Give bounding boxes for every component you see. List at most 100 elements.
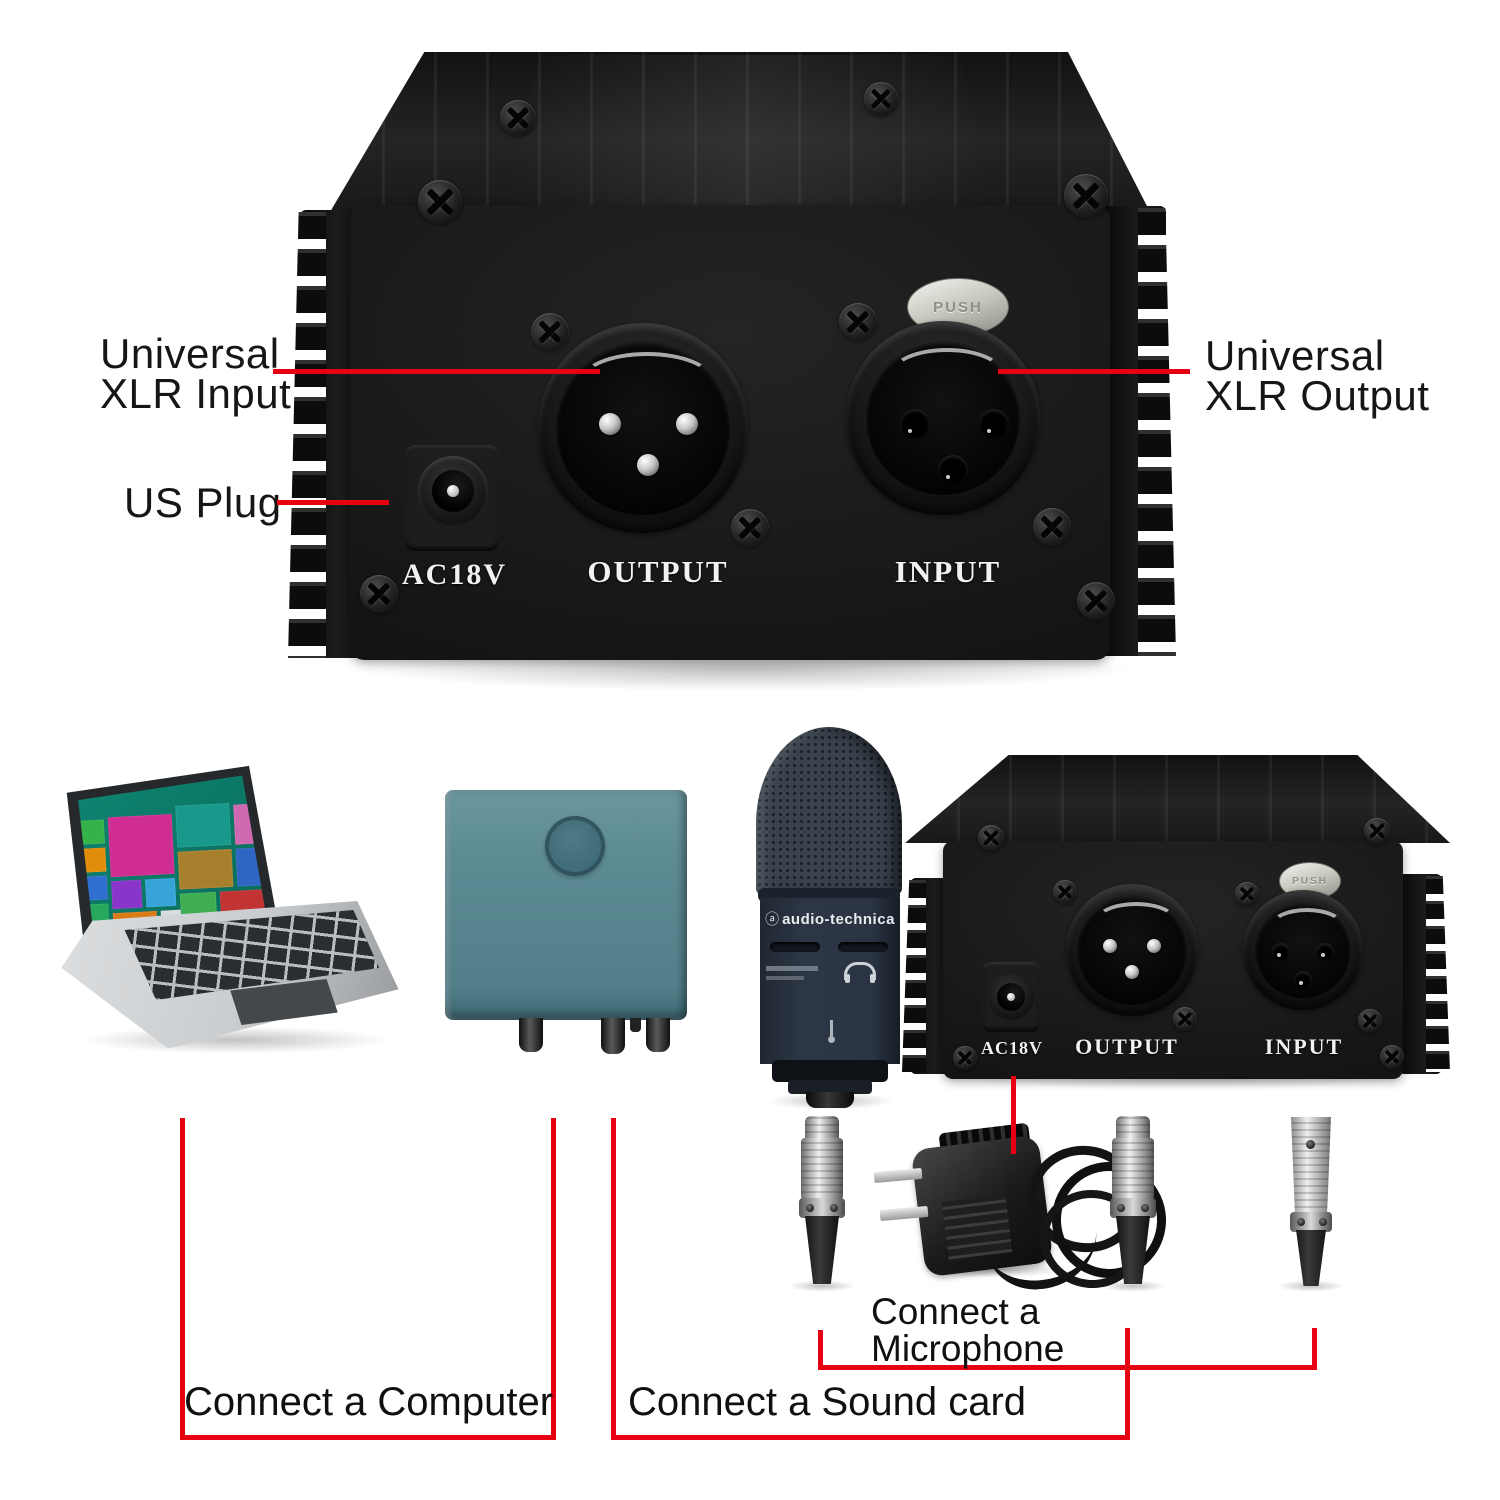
dc-power-jack-pin: [1007, 993, 1015, 1001]
bracket-computer-right: [551, 1118, 556, 1440]
callout-line-us-plug: [277, 500, 389, 505]
callout-line-xlr-output: [998, 369, 1190, 374]
rca-jack: [601, 1018, 625, 1054]
xlr-cable-connector-collar: [1110, 1198, 1156, 1218]
mic-grille: [756, 727, 902, 895]
xlr-socket-hole: [979, 409, 1009, 439]
line-psu-to-adapter: [1011, 1076, 1016, 1154]
psu-large-lid: [330, 52, 1150, 212]
ac18v-label: AC18V: [402, 558, 507, 591]
screen-tile: [107, 813, 175, 878]
xlr-socket-hole: [1316, 943, 1334, 961]
connector-shadow: [787, 1280, 857, 1292]
screw: [1053, 880, 1077, 904]
xlr-cable-connector-collar: [1290, 1212, 1332, 1232]
rca-jack: [519, 1018, 543, 1052]
collar-screw: [1117, 1204, 1125, 1212]
callout-xlr-input: Universal XLR Input: [100, 330, 291, 415]
toggle-stub: [630, 1018, 641, 1032]
xlr-pin: [1103, 939, 1117, 953]
bracket-computer-bottom: [180, 1435, 556, 1440]
screw: [500, 100, 536, 136]
xlr-cable-connector-female-body: [1112, 1138, 1154, 1200]
rca-jack: [646, 1018, 670, 1052]
caption-connect-computer: Connect a Computer: [183, 1380, 554, 1424]
xlr-socket-hole: [900, 409, 930, 439]
xlr-cable-connector-female: [1116, 1116, 1150, 1140]
callout-line-xlr-input: [273, 369, 600, 374]
collar-screw: [1141, 1204, 1149, 1212]
volume-knob: [545, 816, 605, 876]
input-label: INPUT: [894, 554, 1002, 589]
bracket-soundcard-left: [611, 1118, 616, 1440]
callout-xlr-output: Universal XLR Output: [1205, 332, 1429, 417]
caption-connect-microphone: Connect a Microphone: [871, 1293, 1064, 1367]
mic-spec-text-bar: [766, 966, 818, 971]
laptop-keyboard: [124, 910, 380, 1000]
screw: [1033, 508, 1071, 546]
mic-mount-collar: [788, 1080, 872, 1094]
screw: [864, 82, 898, 116]
ac18v-label-small: AC18V: [981, 1038, 1043, 1058]
connector-shadow: [1098, 1280, 1168, 1292]
mic-vent-slot: [838, 942, 888, 952]
xlr-socket-hole: [1272, 943, 1290, 961]
headphone-icon: [844, 962, 876, 983]
screw: [1380, 1045, 1404, 1069]
usb-icon-dot: [828, 1036, 835, 1043]
screw: [1235, 882, 1259, 906]
callout-xlr-input-line1: Universal: [100, 330, 280, 377]
xlr-pin: [676, 413, 698, 435]
callout-xlr-output-line1: Universal: [1205, 332, 1385, 379]
output-label: OUTPUT: [587, 554, 729, 589]
screen-tile: [111, 879, 143, 910]
dc-power-jack-pin: [447, 485, 459, 497]
bracket-microphone-right: [1312, 1328, 1317, 1370]
xlr-pin: [599, 413, 621, 435]
audio-technica-logo-icon: ⓐ: [765, 911, 780, 927]
xlr-male-highlight-small: [1095, 902, 1177, 940]
collar-screw: [1297, 1218, 1305, 1226]
screw: [1064, 174, 1108, 218]
screw: [531, 313, 569, 351]
caption-connect-microphone-line1: Connect a: [871, 1291, 1040, 1332]
xlr-pin: [637, 454, 659, 476]
screw: [360, 575, 398, 613]
xlr-pin: [1147, 939, 1161, 953]
screw: [731, 509, 769, 547]
screw: [839, 303, 877, 341]
screen-tile: [175, 802, 232, 848]
xlr-cable-boot: [1296, 1230, 1326, 1286]
usb-icon: [824, 1020, 838, 1043]
xlr-socket-hole: [1294, 971, 1312, 989]
heatsink-fins-right-teeth: [1138, 208, 1176, 656]
xlr-female-input-highlight: [890, 348, 1004, 400]
screw: [1364, 818, 1390, 844]
input-label-small: INPUT: [1264, 1034, 1344, 1059]
bracket-microphone-bottom: [818, 1365, 1317, 1370]
connector-shadow: [1276, 1280, 1346, 1292]
collar-screw: [1319, 1218, 1327, 1226]
collar-screw: [806, 1204, 814, 1212]
screw: [418, 180, 462, 224]
callout-us-plug: US Plug: [124, 479, 282, 526]
xlr-cable-connector-female: [805, 1116, 839, 1140]
xlr-male-output-highlight: [580, 352, 714, 410]
xlr-pin: [1125, 965, 1139, 979]
caption-connect-microphone-line2: Microphone: [871, 1328, 1065, 1369]
usb-icon-stem: [830, 1020, 833, 1038]
screen-tile: [144, 877, 177, 908]
xlr-cable-boot: [805, 1216, 839, 1284]
screw: [1077, 582, 1115, 620]
caption-connect-soundcard: Connect a Sound card: [628, 1380, 1027, 1424]
connector-set-screw: [1306, 1140, 1315, 1149]
mic-mount-tip: [806, 1092, 854, 1108]
heatsink-fins-left-teeth: [288, 212, 326, 658]
xlr-female-highlight-small: [1270, 908, 1344, 944]
bracket-soundcard-bottom: [611, 1435, 1130, 1440]
push-latch-label: PUSH: [933, 298, 983, 316]
screw: [1358, 1009, 1382, 1033]
bracket-computer-left: [180, 1118, 185, 1440]
mic-brand-band: ⓐ audio-technica: [760, 906, 900, 932]
